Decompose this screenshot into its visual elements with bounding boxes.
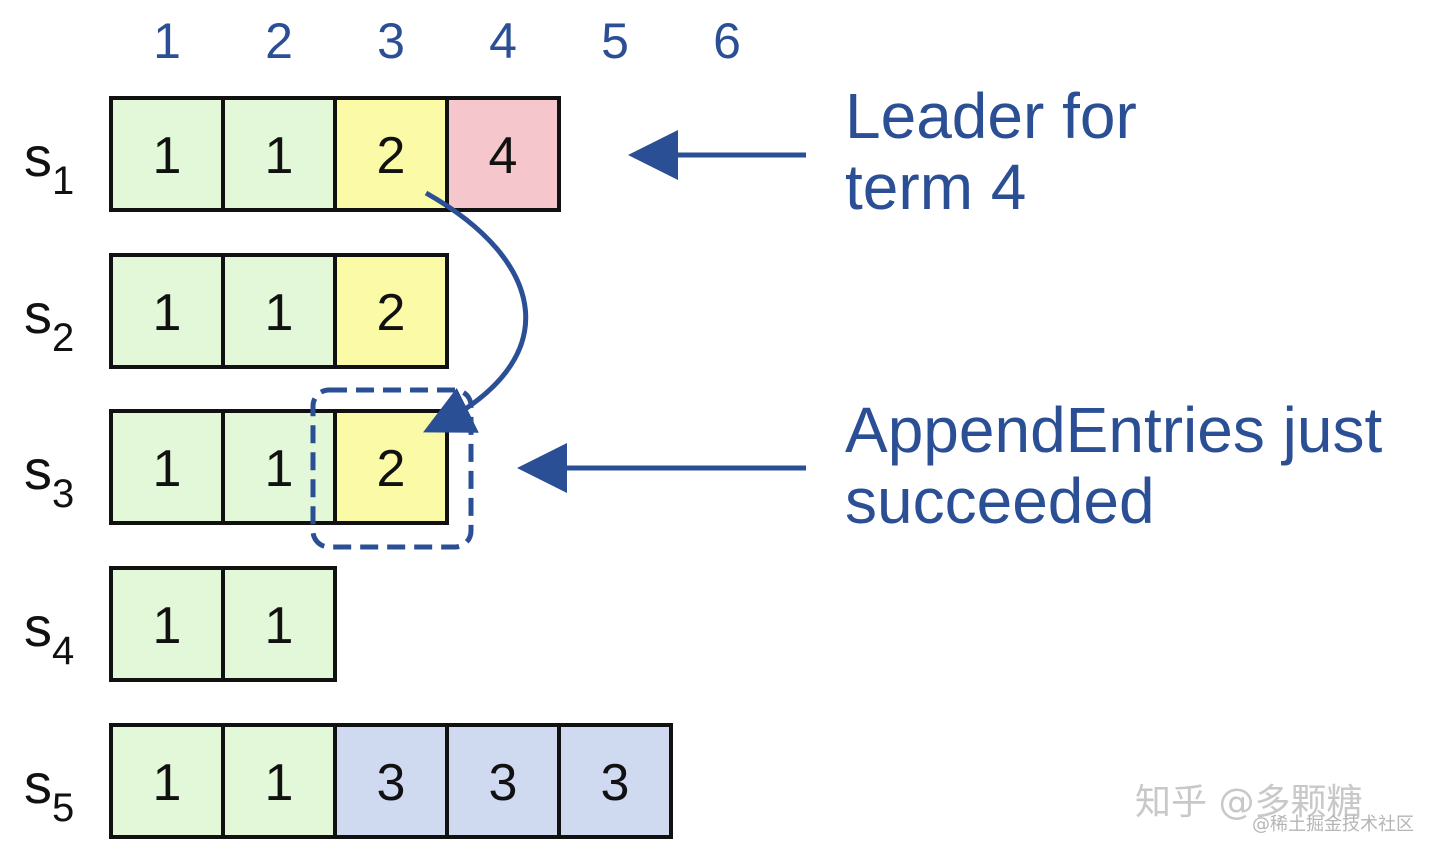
log-entry-term: 1	[265, 440, 294, 498]
leader-annotation-line2: term 4	[845, 151, 1026, 223]
log-entry	[109, 723, 225, 839]
log-entry	[109, 96, 225, 212]
index-label: 6	[713, 13, 741, 69]
index-label: 1	[153, 13, 181, 69]
index-label: 5	[601, 13, 629, 69]
server-label-sub: 4	[52, 629, 74, 673]
index-label: 3	[377, 13, 405, 69]
server-label-sub: 3	[52, 472, 74, 516]
log-entry-term: 3	[601, 754, 630, 812]
log-entry-term: 1	[265, 754, 294, 812]
log-entry-term: 1	[153, 754, 182, 812]
log-entry-term: 1	[153, 127, 182, 185]
watermark-main: 知乎 @多颗糖	[1135, 782, 1362, 823]
log-entry-term: 2	[377, 440, 406, 498]
log-entry-term: 1	[265, 597, 294, 655]
server-label-sub: 1	[52, 159, 74, 203]
log-entry	[221, 253, 337, 369]
appended-entry-highlight	[310, 387, 474, 550]
log-entry-term: 2	[377, 127, 406, 185]
log-entry-term: 3	[489, 754, 518, 812]
leader-annotation-line1: Leader for	[845, 80, 1137, 152]
server-label-name: s	[24, 125, 52, 188]
server-label-name: s	[24, 595, 52, 658]
watermark-sub: @稀土掘金技术社区	[1252, 814, 1414, 835]
server-label-s3: s3	[24, 438, 74, 516]
log-entry-term: 2	[377, 284, 406, 342]
log-entry	[445, 96, 561, 212]
log-entry	[221, 723, 337, 839]
index-label: 2	[265, 13, 293, 69]
index-label: 4	[489, 13, 517, 69]
server-labels: s1 s2 s3 s4 s5	[24, 125, 74, 830]
log-entry	[109, 409, 225, 525]
server-label-sub: 5	[52, 786, 74, 830]
append-annotation-line2: succeeded	[845, 465, 1155, 537]
replication-arrow	[423, 190, 529, 433]
server-label-name: s	[24, 752, 52, 815]
log-cells: 1 1 2 4 1 1 2 1 1 2 1 1 1 1 3 3 3	[109, 96, 673, 839]
server-label-sub: 2	[52, 316, 74, 360]
log-entry	[221, 566, 337, 682]
log-entry	[557, 723, 673, 839]
log-entry	[333, 723, 449, 839]
log-entry-term: 1	[265, 127, 294, 185]
log-entry-term: 1	[153, 597, 182, 655]
index-labels: 1 2 3 4 5 6	[153, 13, 741, 69]
log-entry-term: 1	[153, 284, 182, 342]
server-label-s1: s1	[24, 125, 74, 203]
log-entry	[221, 409, 337, 525]
server-label-name: s	[24, 282, 52, 345]
log-entry-term: 1	[153, 440, 182, 498]
log-entry	[109, 253, 225, 369]
log-entry	[221, 96, 337, 212]
log-entry	[333, 253, 449, 369]
append-annotation-line1: AppendEntries just	[845, 394, 1382, 466]
server-label-s2: s2	[24, 282, 74, 360]
log-entry-term: 1	[265, 284, 294, 342]
server-label-name: s	[24, 438, 52, 501]
log-entry-term: 4	[489, 127, 518, 185]
server-label-s4: s4	[24, 595, 74, 673]
log-entry-term: 3	[377, 754, 406, 812]
server-label-s5: s5	[24, 752, 74, 830]
